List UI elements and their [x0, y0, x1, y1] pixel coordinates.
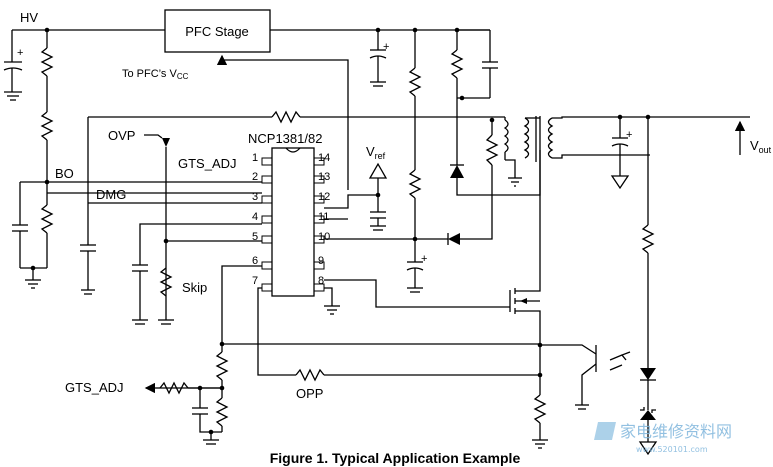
vcc-capacitor — [406, 30, 424, 293]
feedback-resistor — [80, 110, 505, 295]
hv-bulk-capacitor — [3, 30, 23, 101]
pfc-stage-block — [164, 9, 271, 53]
output-feedback-chain — [638, 117, 658, 456]
pin-number: 12 — [318, 191, 330, 203]
bo-label: BO — [55, 166, 74, 181]
pin-number: 13 — [318, 171, 330, 183]
hv-rail — [12, 27, 490, 33]
vout-label: Vout — [750, 138, 772, 155]
vref-symbol — [324, 162, 388, 231]
pin-number: 6 — [252, 255, 258, 267]
ic-name-label: NCP1381/82 — [248, 131, 322, 146]
transformer — [503, 116, 750, 280]
dmg-label: DMG — [96, 187, 126, 202]
vcc-line — [324, 117, 499, 245]
ic-pin-stubs — [261, 157, 325, 292]
bo-resistor-divider — [12, 30, 262, 289]
pin-number: 1 — [252, 152, 258, 164]
pin-number: 8 — [318, 275, 324, 287]
hv-capacitor-2 — [369, 30, 387, 87]
pin-number: 11 — [318, 211, 329, 223]
hv-label: HV — [20, 10, 38, 25]
vref-label: Vref — [366, 144, 386, 161]
watermark-chars: 家电维修资料网 — [620, 422, 732, 441]
pin8-ground — [324, 287, 340, 315]
skip-label: Skip — [182, 280, 207, 295]
watermark-logo: 家电维修资料网 www.520101.com — [594, 422, 732, 454]
figure-caption: Figure 1. Typical Application Example — [270, 450, 521, 466]
plus-sign: + — [421, 253, 427, 265]
pin4-capacitor — [132, 223, 262, 325]
plus-sign: + — [17, 47, 23, 59]
pin-number: 14 — [318, 152, 330, 164]
pin-number: 7 — [252, 275, 258, 287]
gts-adj-bottom-label: GTS_ADJ — [65, 380, 124, 395]
output-capacitor — [610, 114, 651, 190]
pin-number: 10 — [318, 231, 330, 243]
pfc-stage-label: PFC Stage — [185, 24, 249, 39]
opp-label: OPP — [296, 386, 323, 401]
pfc-vcc-arrow — [216, 54, 349, 190]
current-sense — [532, 342, 548, 449]
gts-adj-top-label: GTS_ADJ — [178, 156, 237, 171]
opp-path — [257, 287, 540, 382]
pin-number: 3 — [252, 191, 258, 203]
watermark-url: www.520101.com — [636, 445, 708, 454]
pin-number: 9 — [318, 255, 324, 267]
ic-ncp1381 — [271, 147, 315, 297]
plus-sign: + — [383, 41, 389, 53]
optocoupler — [540, 344, 631, 410]
rcd-snubber — [450, 29, 541, 196]
pin-number: 2 — [252, 171, 258, 183]
pin-number: 4 — [252, 211, 258, 223]
plus-sign: + — [626, 129, 632, 141]
gts-adj-network — [144, 265, 540, 445]
to-pfc-vcc-label: To PFC’s VCC — [122, 68, 189, 81]
pin-number: 5 — [252, 231, 258, 243]
mosfet — [324, 279, 541, 345]
ovp-zener — [144, 134, 174, 325]
ovp-label: OVP — [108, 128, 135, 143]
